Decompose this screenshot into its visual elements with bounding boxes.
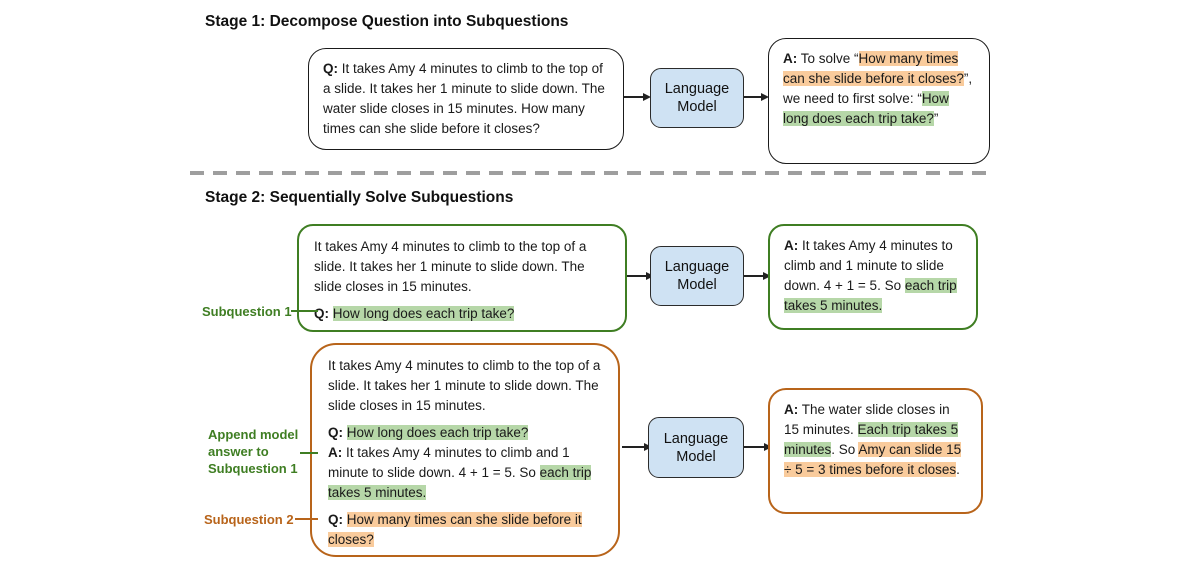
stage2-row1-context-text: It takes Amy 4 minutes to climb to the t… bbox=[314, 237, 610, 297]
text-segment: The water slide closes in 15 minutes. bbox=[784, 402, 950, 437]
text-segment: It takes Amy 4 minutes to climb and 1 mi… bbox=[328, 445, 570, 480]
text-segment: It takes Amy 4 minutes to climb to the t… bbox=[328, 358, 601, 413]
stage-divider-dashed-line bbox=[190, 171, 990, 175]
text-segment: . bbox=[956, 462, 960, 477]
append-answer-connector-line bbox=[300, 452, 318, 454]
stage2-row2-prompt-box: It takes Amy 4 minutes to climb to the t… bbox=[310, 343, 620, 557]
stage2-row1-language-model-label: Language Model bbox=[664, 259, 730, 293]
stage2-row2-context-text: It takes Amy 4 minutes to climb to the t… bbox=[328, 356, 602, 416]
arrow-stage1-model-to-answer bbox=[744, 92, 769, 101]
text-segment: ”, we need to first solve: “ bbox=[783, 71, 973, 106]
append-answer-label: Append model answer to Subquestion 1 bbox=[208, 427, 299, 476]
subquestion1-label: Subquestion 1 bbox=[202, 304, 292, 319]
arrow-stage1-prompt-to-model bbox=[624, 92, 651, 101]
stage1-language-model-box: Language Model bbox=[650, 68, 744, 128]
stage2-row2-answer-text: A: The water slide closes in 15 minutes.… bbox=[784, 400, 967, 480]
text-segment: Q: bbox=[323, 61, 338, 76]
text-segment: ” bbox=[933, 111, 939, 126]
arrow-row2-prompt-to-model bbox=[622, 442, 652, 451]
text-segment: A: bbox=[328, 445, 343, 460]
text-segment: Q: bbox=[314, 306, 329, 321]
stage2-row1-answer-text: A: It takes Amy 4 minutes to climb and 1… bbox=[784, 236, 962, 316]
stage1-question-box: Q: It takes Amy 4 minutes to climb to th… bbox=[308, 48, 624, 150]
stage2-row2-a1-text: A: It takes Amy 4 minutes to climb and 1… bbox=[328, 443, 602, 503]
stage2-title: Stage 2: Sequentially Solve Subquestions bbox=[205, 189, 514, 206]
text-segment: It takes Amy 4 minutes to climb and 1 mi… bbox=[784, 238, 953, 293]
subquestion2-connector-line bbox=[295, 518, 318, 520]
text-segment: How long does each trip take? bbox=[332, 306, 515, 321]
arrow-row1-model-to-answer bbox=[744, 271, 771, 280]
arrow-row1-prompt-to-model bbox=[627, 271, 654, 280]
stage2-row2-language-model-label: Language Model bbox=[663, 430, 729, 465]
subquestion2-label: Subquestion 2 bbox=[204, 512, 294, 527]
text-segment: How long does each trip take? bbox=[346, 425, 529, 440]
stage1-answer-box: A: To solve “How many times can she slid… bbox=[768, 38, 990, 164]
stage2-row2-q1-text: Q: How long does each trip take? bbox=[328, 423, 602, 443]
stage2-row2-q2-text: Q: How many times can she slide before i… bbox=[328, 510, 602, 550]
text-segment: . So bbox=[831, 442, 859, 457]
text-segment: A: bbox=[784, 238, 799, 253]
stage1-answer-text: A: To solve “How many times can she slid… bbox=[783, 49, 975, 129]
stage2-row2-answer-box: A: The water slide closes in 15 minutes.… bbox=[768, 388, 983, 514]
text-segment: It takes Amy 4 minutes to climb to the t… bbox=[323, 61, 605, 136]
text-segment: A: bbox=[784, 402, 799, 417]
text-segment: To solve “ bbox=[797, 51, 859, 66]
subquestion1-connector-line bbox=[291, 310, 318, 312]
stage1-question-text: Q: It takes Amy 4 minutes to climb to th… bbox=[323, 59, 609, 139]
stage2-row1-language-model-box: Language Model bbox=[650, 246, 744, 306]
text-segment: Q: bbox=[328, 512, 343, 527]
stage1-language-model-label: Language Model bbox=[664, 81, 730, 115]
stage2-row2-language-model-box: Language Model bbox=[648, 417, 744, 478]
text-segment: Q: bbox=[328, 425, 343, 440]
stage2-row1-prompt-box: It takes Amy 4 minutes to climb to the t… bbox=[297, 224, 627, 332]
stage2-row1-answer-box: A: It takes Amy 4 minutes to climb and 1… bbox=[768, 224, 978, 330]
text-segment: A: bbox=[783, 51, 798, 66]
text-segment: It takes Amy 4 minutes to climb to the t… bbox=[314, 239, 587, 294]
stage1-title: Stage 1: Decompose Question into Subques… bbox=[205, 13, 569, 30]
stage2-row1-question-text: Q: How long does each trip take? bbox=[314, 304, 610, 324]
text-segment: How many times can she slide before it c… bbox=[328, 512, 582, 547]
arrow-row2-model-to-answer bbox=[744, 442, 772, 451]
